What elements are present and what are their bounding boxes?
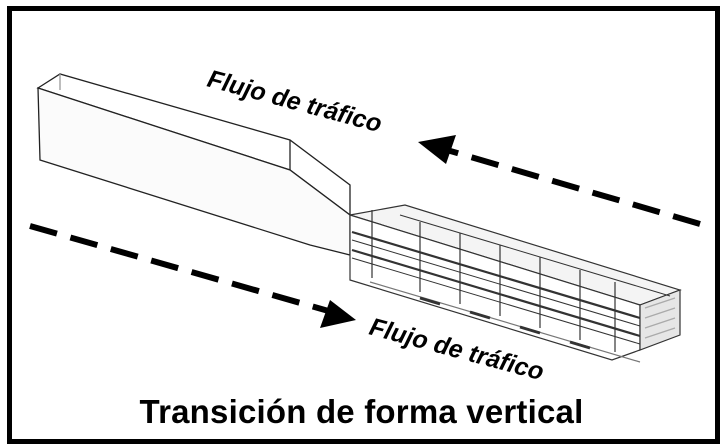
lower-traffic-arrow	[29, 223, 356, 328]
crash-cushion-body	[349, 204, 682, 363]
upper-traffic-arrow	[418, 135, 701, 227]
diagram-title: Transición de forma vertical	[139, 393, 584, 430]
